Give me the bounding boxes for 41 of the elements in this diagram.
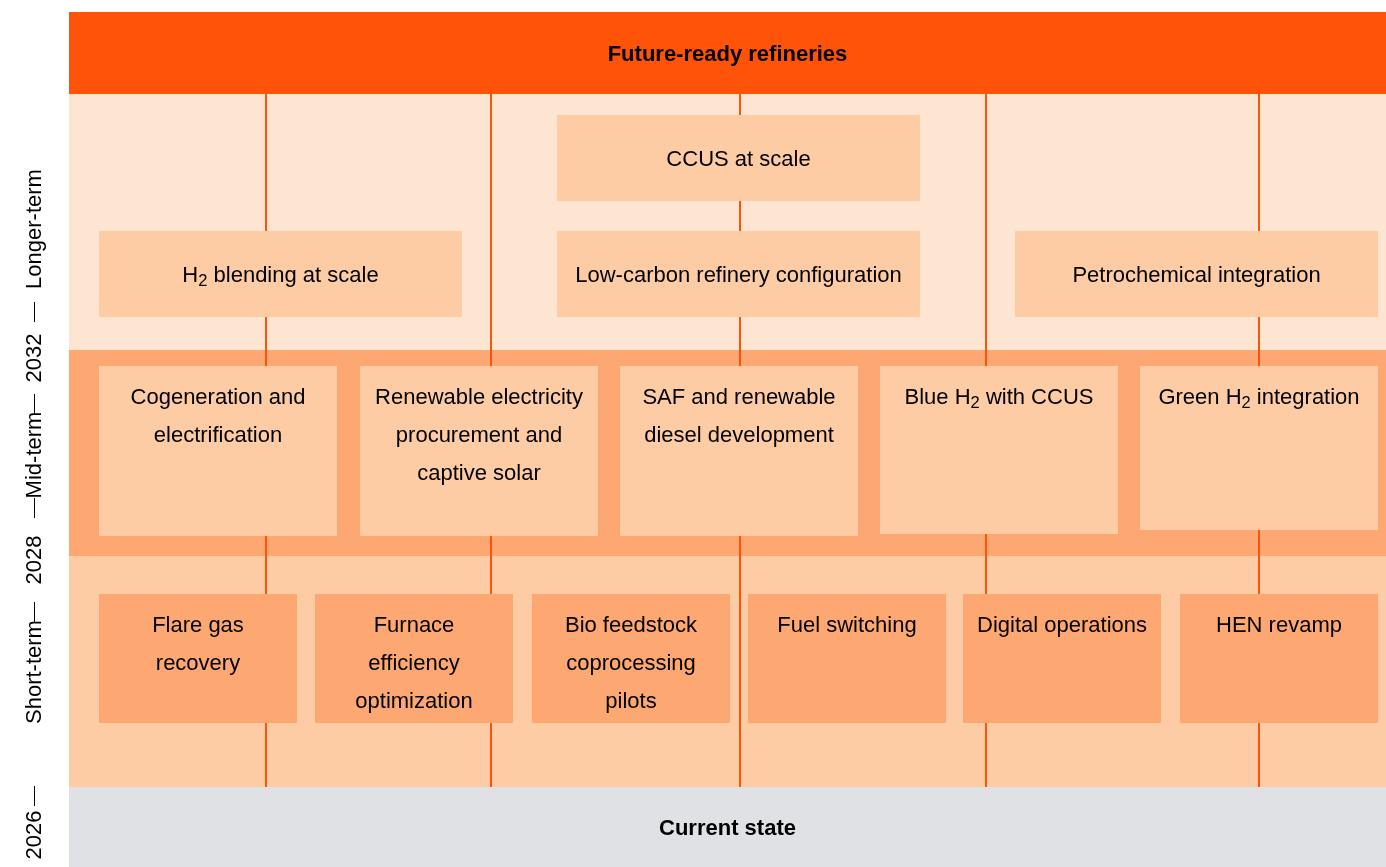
initiative-box: H$_{2}$ blending at scale [99, 231, 462, 317]
timeline-label: 2026 [21, 810, 47, 860]
timeline-label: Mid-term [21, 411, 47, 499]
initiative-box: Low-carbon refinery configuration [557, 231, 920, 317]
timeline-label: Longer-term [21, 169, 47, 289]
initiative-box: Blue H$_{2}$ with CCUS [880, 366, 1118, 534]
initiative-box: Fuel switching [748, 594, 946, 723]
goal-banner: Future-ready refineries [69, 12, 1386, 94]
connector-line [265, 535, 267, 595]
connector-line [1258, 722, 1260, 788]
connector-line [739, 200, 741, 232]
initiative-box: Cogeneration and electrification [99, 366, 337, 536]
connector-line [1258, 316, 1260, 367]
timeline-label: 2028 [21, 535, 47, 585]
initiative-box: Digital operations [963, 594, 1161, 723]
connector-line [985, 722, 987, 788]
connector-line [739, 316, 741, 367]
connector-line [490, 722, 492, 788]
initiative-box: Bio feedstock coprocessing pilots [532, 594, 730, 723]
timeline-label: 2032 [21, 333, 47, 383]
timeline-label: Short-term [21, 620, 47, 724]
initiative-box: Green H$_{2}$ integration [1140, 366, 1378, 530]
initiative-box: Renewable electricity procurement and captive solar [360, 366, 598, 536]
connector-line [265, 93, 267, 232]
connector-line [1258, 529, 1260, 595]
baseline-banner: Current state [69, 787, 1386, 867]
initiative-box: Flare gas recovery [99, 594, 297, 723]
initiative-box: HEN revamp [1180, 594, 1378, 723]
initiative-box: Furnace efficiency optimization [315, 594, 513, 723]
connector-line [265, 722, 267, 788]
connector-line [490, 535, 492, 595]
initiative-box: SAF and renewable diesel development [620, 366, 858, 536]
connector-line [265, 316, 267, 367]
connector-line [739, 535, 741, 788]
connector-line [739, 93, 741, 116]
connector-line [490, 93, 492, 367]
initiative-box: CCUS at scale [557, 115, 920, 201]
connector-line [985, 93, 987, 367]
connector-line [985, 533, 987, 595]
initiative-box: Petrochemical integration [1015, 231, 1378, 317]
connector-line [1258, 93, 1260, 232]
